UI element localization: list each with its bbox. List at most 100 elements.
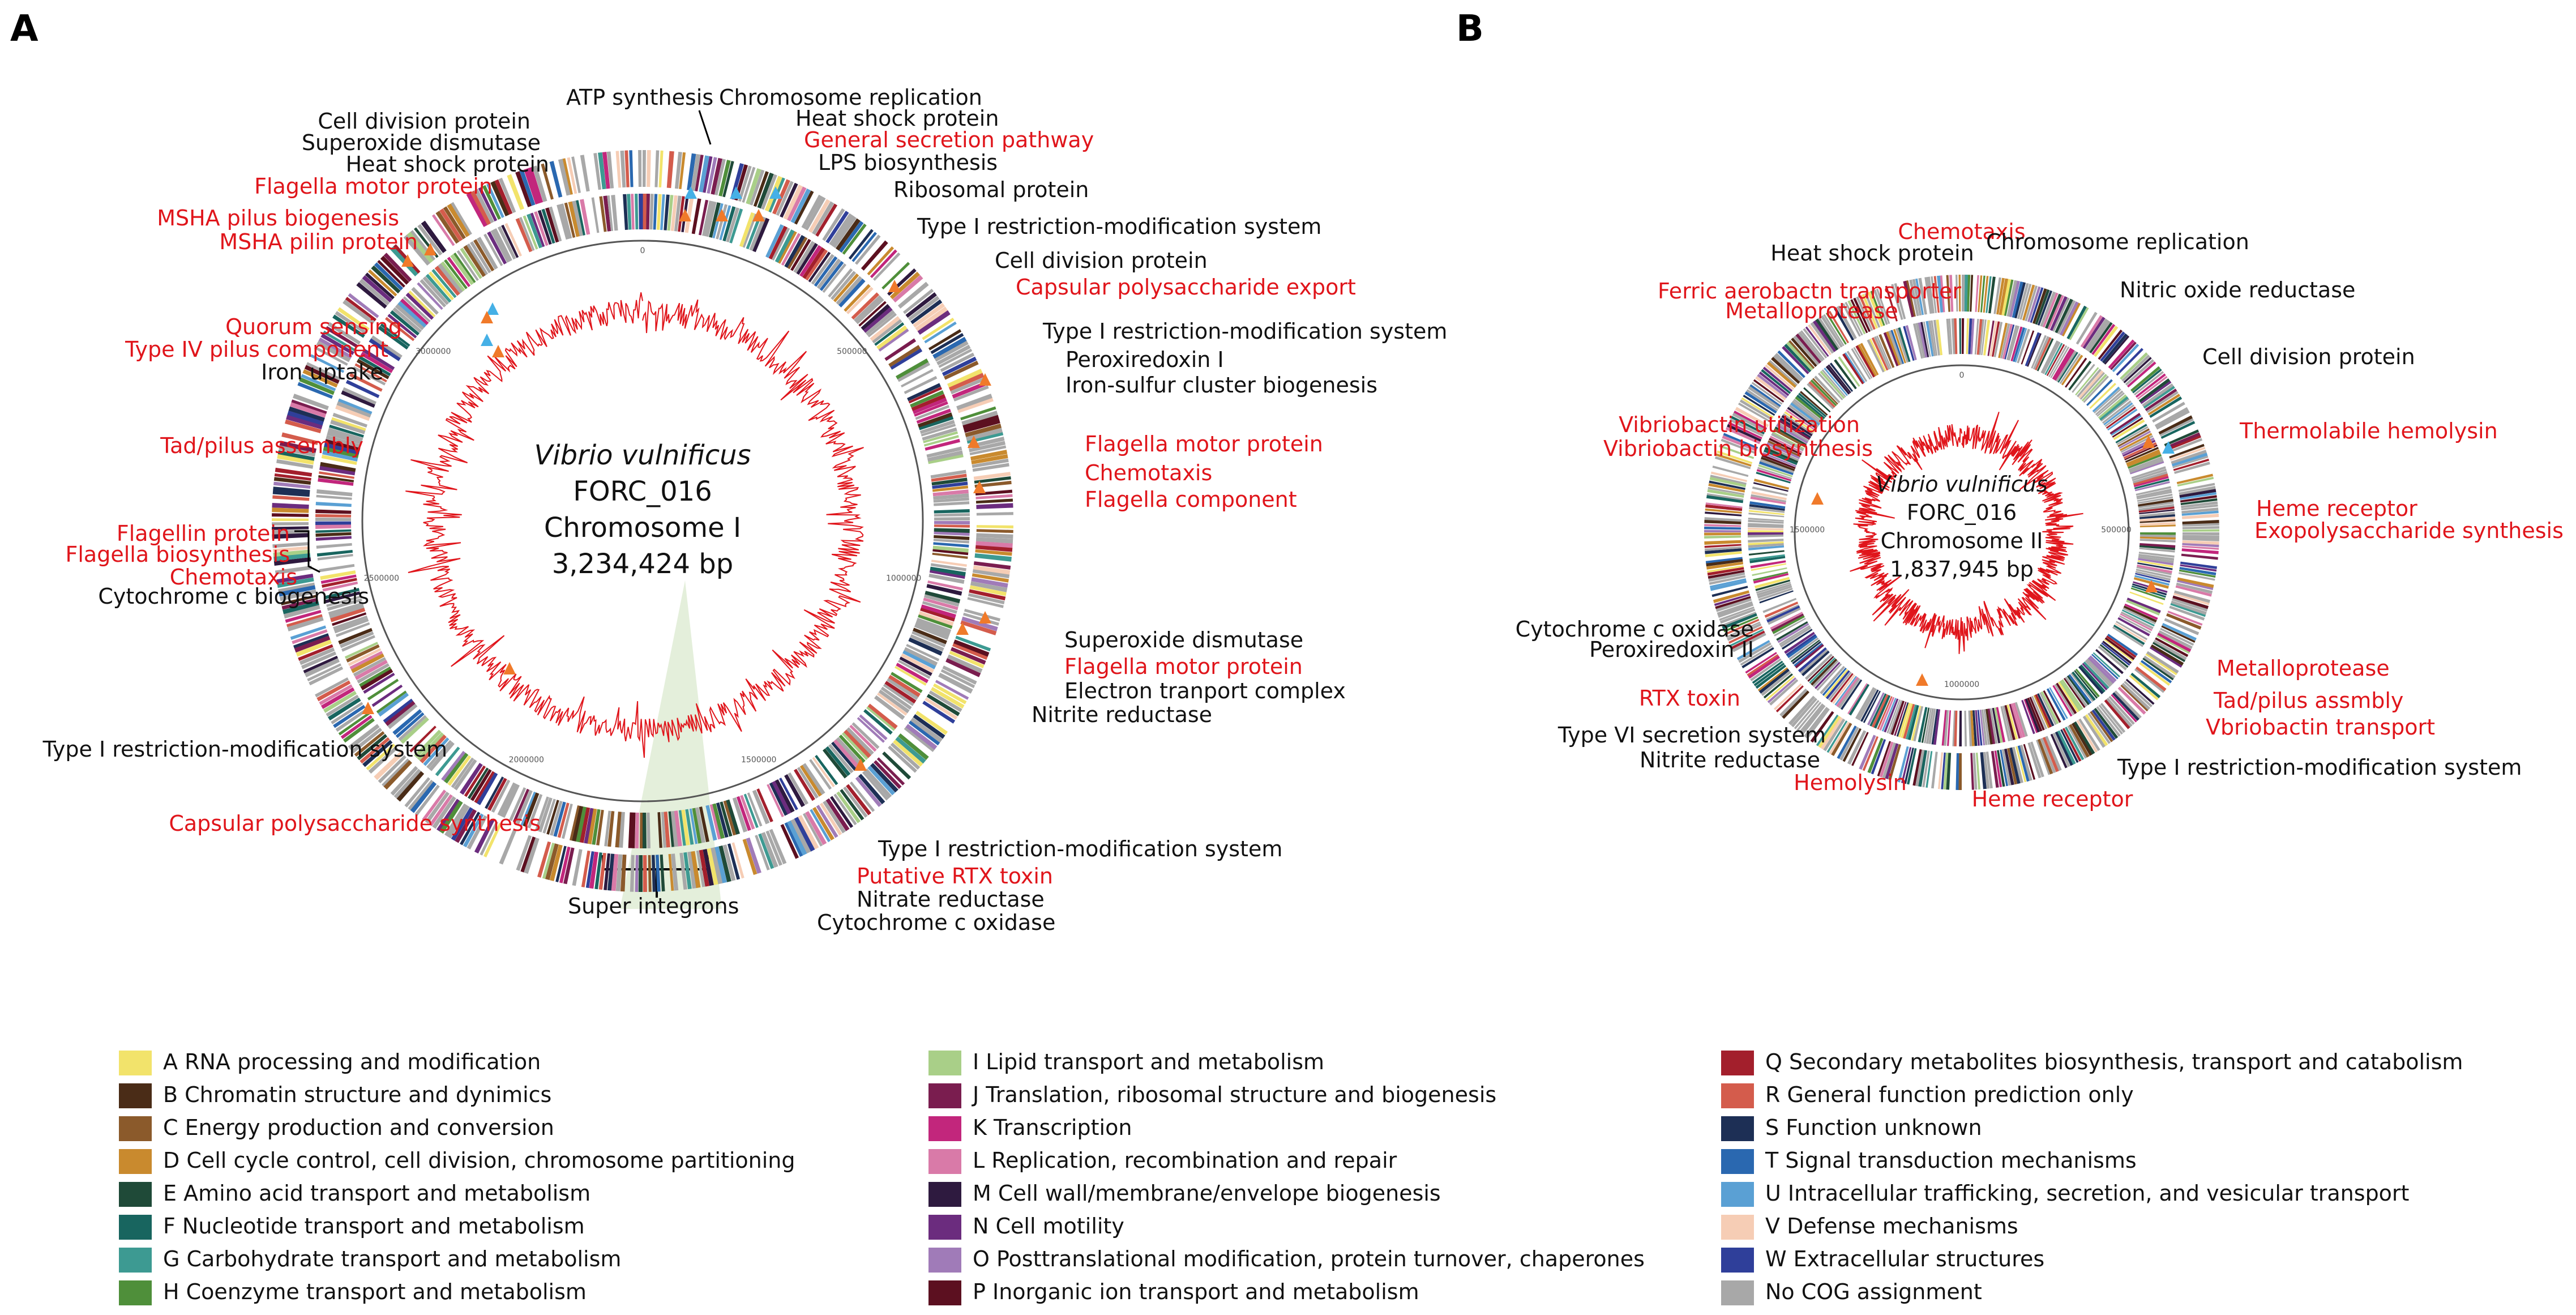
- gene-block: [2104, 639, 2134, 662]
- gene-block: [1748, 655, 1781, 679]
- gene-block: [584, 808, 594, 844]
- gene-block: [1756, 469, 1792, 481]
- gene-block: [1723, 616, 1758, 633]
- gene-block: [417, 224, 443, 256]
- gene-block: [974, 480, 1012, 488]
- gene-block: [1968, 710, 1972, 746]
- gene-block: [2106, 635, 2137, 658]
- gene-block: [2023, 699, 2038, 733]
- gene-block: [332, 314, 365, 338]
- gene-block: [913, 714, 945, 739]
- gene-block: [930, 563, 966, 571]
- gene-block: [921, 604, 956, 619]
- gene-annotation-label: Heme receptor: [1972, 787, 2133, 812]
- gene-block: [1903, 703, 1915, 739]
- gene-block: [2149, 646, 2183, 668]
- gene-block: [2094, 326, 2119, 357]
- gene-block: [2182, 529, 2219, 532]
- gene-block: [382, 758, 409, 787]
- gene-annotation-label: ATP synthesis: [566, 85, 713, 110]
- gene-block: [976, 525, 1013, 529]
- gene-block: [302, 369, 338, 388]
- gene-block: [1729, 418, 1764, 437]
- gene-block: [2125, 359, 2154, 386]
- gene-block: [901, 369, 934, 388]
- gene-block: [2139, 536, 2176, 540]
- gene-block: [838, 279, 866, 308]
- gene-block: [1975, 710, 1980, 746]
- gene-block: [1881, 698, 1897, 732]
- gene-block: [333, 615, 368, 630]
- gene-block: [607, 811, 615, 847]
- legend-swatch: [1721, 1051, 1754, 1075]
- gene-block: [1771, 613, 1804, 632]
- gene-block: [2032, 288, 2047, 325]
- gene-block: [434, 266, 460, 296]
- gene-block: [1912, 749, 1922, 786]
- gene-block: [464, 765, 486, 797]
- gene-block: [1808, 324, 1832, 356]
- gene-block: [849, 724, 877, 752]
- gene-block: [2068, 674, 2092, 705]
- gene-block: [2061, 679, 2083, 710]
- gene-block: [934, 517, 970, 521]
- gene-block: [2158, 630, 2193, 650]
- gene-block: [1787, 407, 1817, 429]
- gene-block: [2021, 699, 2035, 735]
- gene-block: [296, 639, 332, 657]
- gene-block: [275, 565, 313, 575]
- gene-block: [948, 373, 985, 391]
- gene-block: [822, 208, 845, 241]
- gene-block: [874, 695, 905, 720]
- legend-label: W Extracellular structures: [1765, 1246, 2044, 1271]
- gene-block: [2095, 649, 2124, 674]
- gene-block: [1897, 746, 1909, 783]
- gene-block: [2126, 599, 2160, 616]
- gene-annotation-label: Superoxide dismutase: [302, 130, 541, 155]
- gene-block: [2145, 388, 2177, 411]
- gene-block: [1804, 654, 1833, 680]
- gene-block: [2124, 603, 2158, 620]
- gene-block: [670, 195, 678, 231]
- gene-block: [2123, 357, 2152, 383]
- gene-block: [2091, 654, 2119, 680]
- gene-block: [668, 811, 674, 847]
- gene-block: [1710, 475, 1747, 485]
- gene-block: [1765, 445, 1799, 462]
- gene-block: [727, 843, 741, 880]
- gene-block: [277, 450, 315, 461]
- gene-block: [1759, 590, 1794, 604]
- gene-block: [1915, 749, 1925, 787]
- gene-block: [443, 752, 469, 784]
- gene-annotation-label: Peroxiredoxin I: [1066, 347, 1224, 372]
- gene-block: [1829, 362, 1854, 392]
- gene-block: [674, 810, 682, 847]
- gene-block: [585, 851, 594, 889]
- gene-block: [435, 211, 460, 244]
- legend-label: O Posttranslational modification, protei…: [973, 1246, 1645, 1271]
- gene-block: [2013, 702, 2026, 738]
- gene-block: [1709, 476, 1747, 488]
- gene-block: [1987, 708, 1996, 745]
- gene-block: [928, 329, 962, 351]
- gene-block: [520, 836, 536, 873]
- gene-block: [1786, 341, 1814, 371]
- gene-block: [1723, 433, 1758, 449]
- gene-annotation-label: Flagella biosynthesis: [66, 542, 290, 567]
- gene-block: [1760, 459, 1795, 473]
- gene-block: [281, 432, 319, 445]
- feature-marker: [979, 373, 991, 386]
- gene-block: [761, 832, 778, 868]
- gene-block: [1823, 314, 1845, 347]
- gene-block: [587, 808, 597, 844]
- gene-block: [851, 292, 880, 320]
- gene-block: [303, 655, 338, 673]
- gene-block: [973, 561, 1011, 570]
- gene-annotation-label: Cell division protein: [2202, 344, 2415, 369]
- gene-block: [392, 709, 422, 736]
- gene-block: [396, 771, 425, 802]
- gene-block: [2182, 526, 2219, 530]
- gene-block: [2173, 592, 2210, 605]
- gene-block: [2111, 694, 2137, 723]
- gene-block: [1812, 378, 1838, 405]
